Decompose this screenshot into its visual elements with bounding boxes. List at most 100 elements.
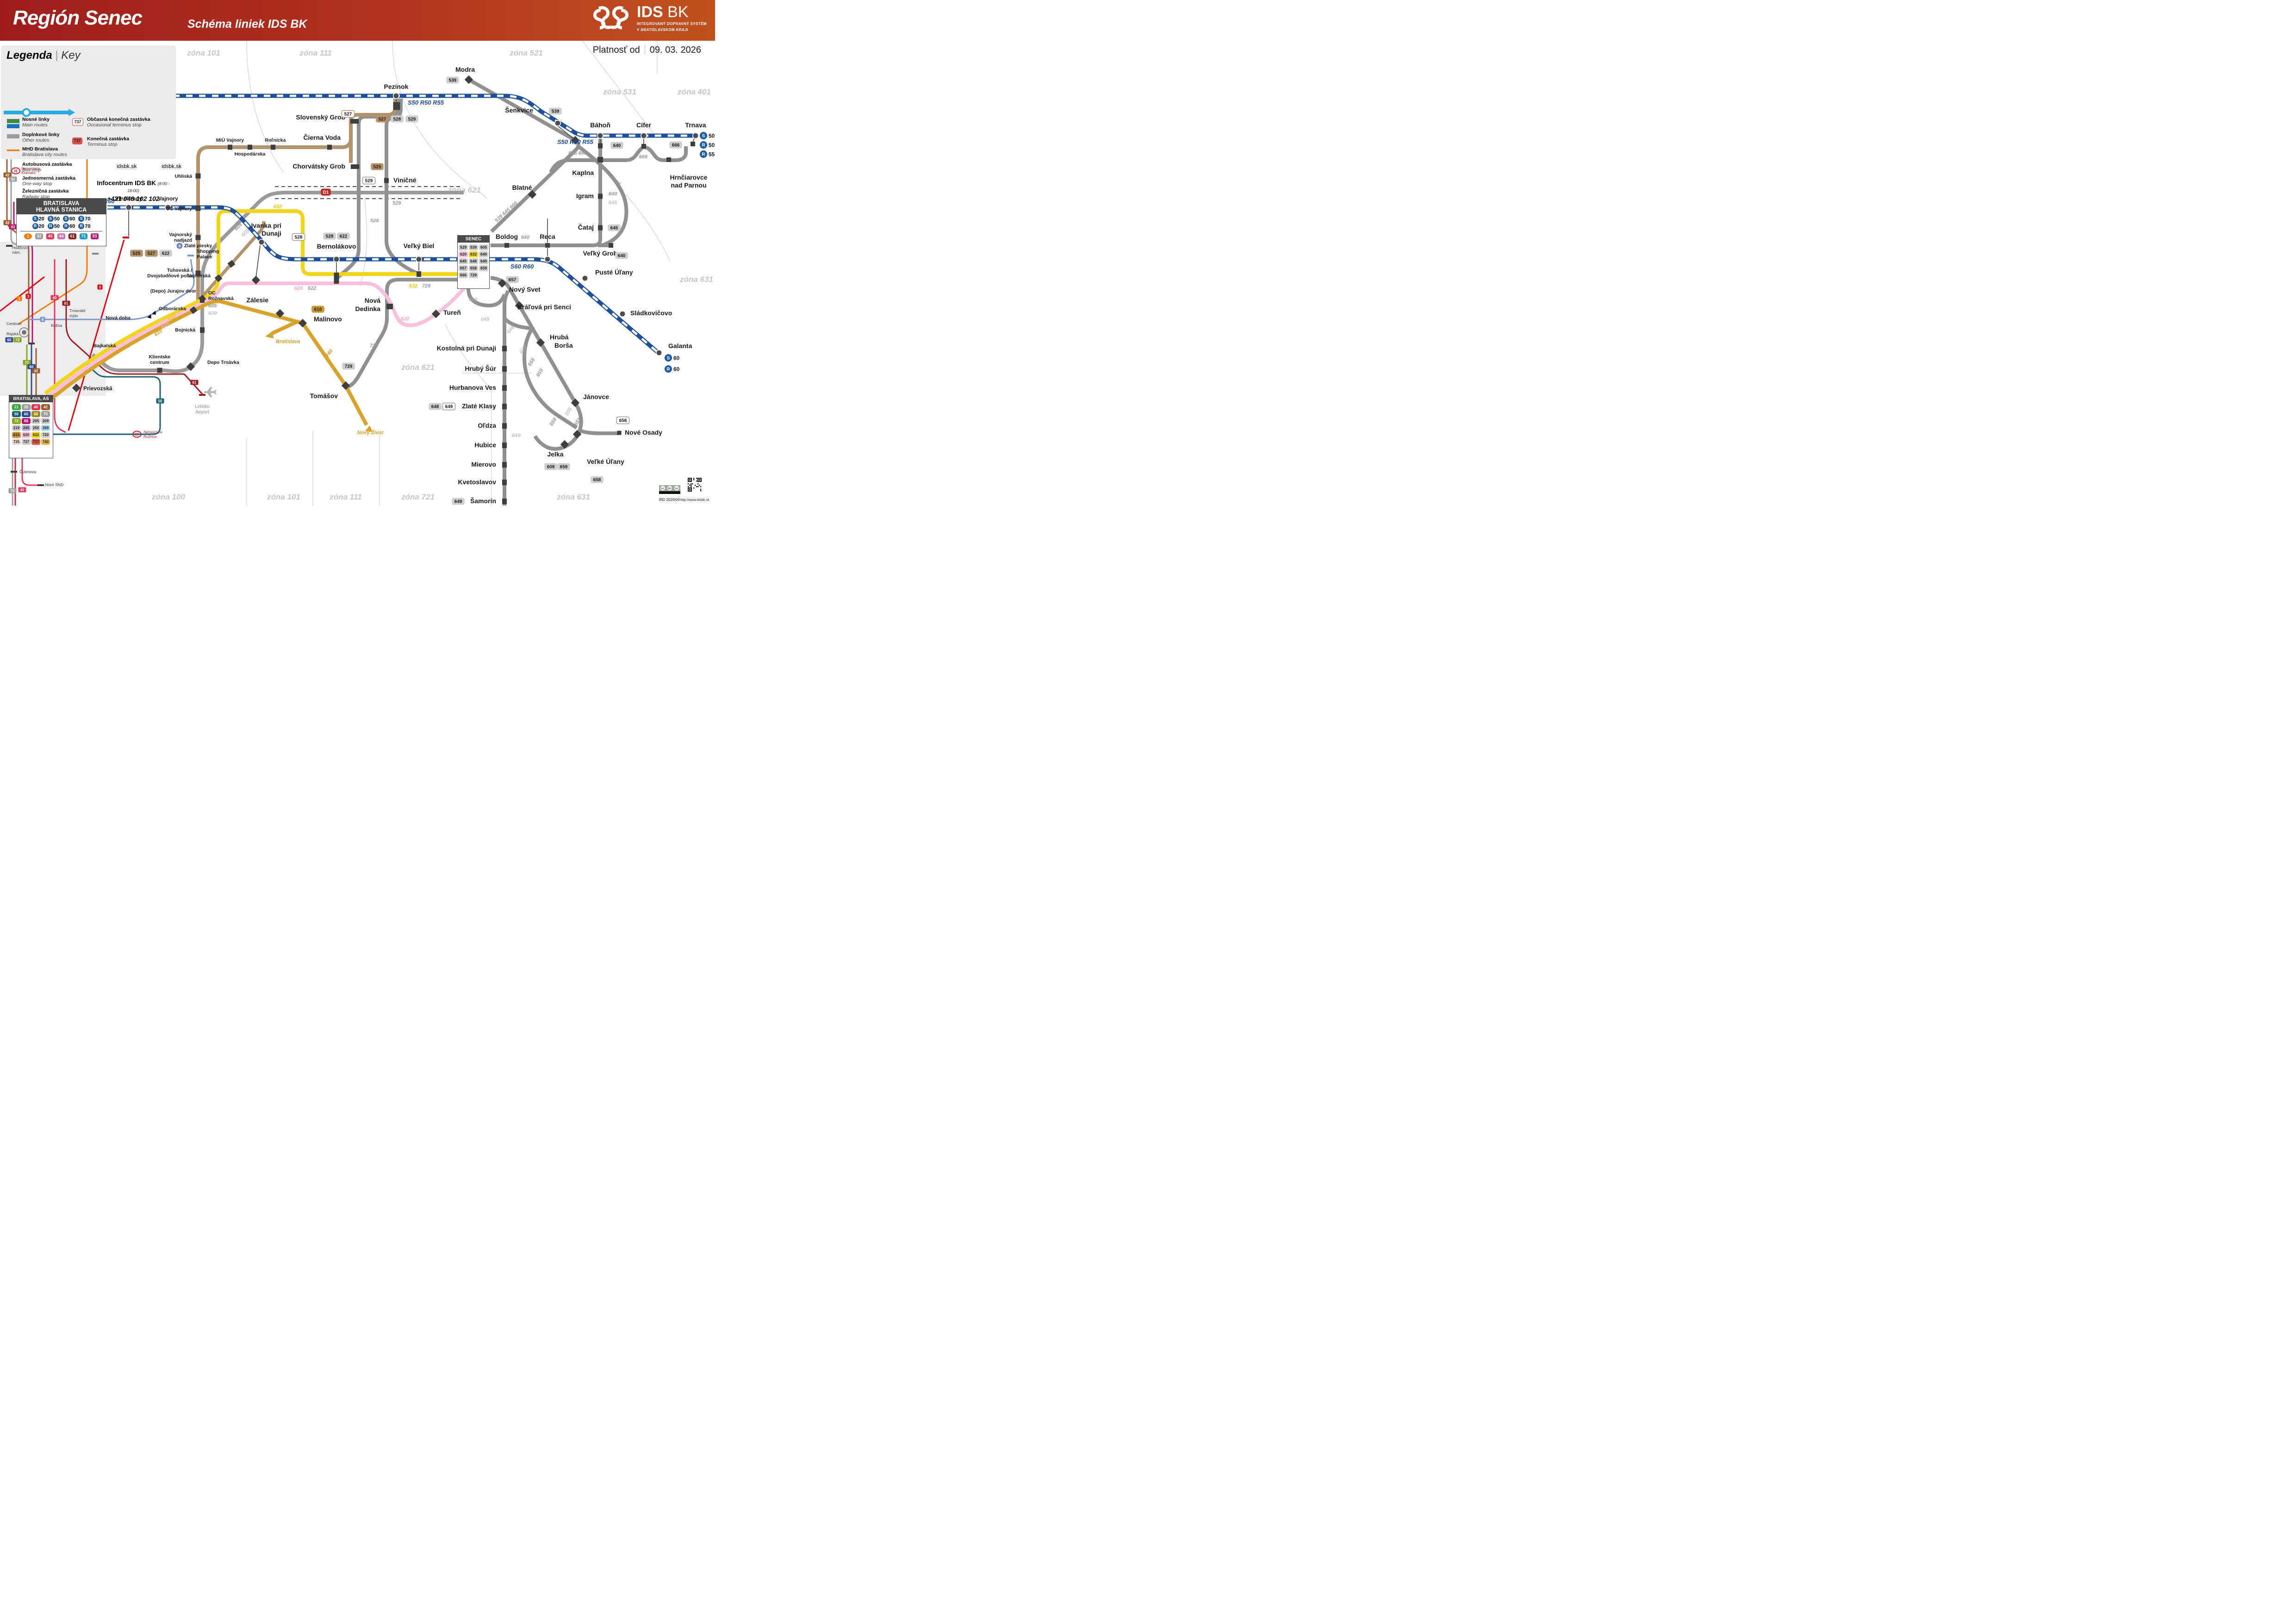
line-mhd-3a (68, 239, 125, 431)
stop-square-o-dza (502, 423, 507, 429)
svg-text:40: 40 (53, 296, 57, 300)
tick-tick-nove-snd (37, 484, 44, 486)
station-dot-reca-zast-vka (544, 256, 551, 262)
station-dot-enkvice (554, 119, 561, 126)
route-badge-610-687 (311, 306, 324, 313)
sr-circle-S60 (665, 354, 672, 362)
line-bundle-amber (50, 299, 368, 426)
zone-label-z-na-521: zóna 521 (509, 49, 543, 57)
web-link[interactable]: idsbk.sk (117, 163, 137, 169)
social-link[interactable]: idsbk.sk (162, 163, 182, 169)
label-centrum-14: Centrum (6, 321, 22, 326)
stop-diamond-j-novce (571, 398, 580, 407)
label-bernol-kovo-727: Bernolákovo (317, 243, 356, 250)
label-jelka-1200: Jelka (547, 450, 563, 458)
label-prievozsk-180: Prievozská (83, 385, 112, 392)
sr-circle-R50 (700, 141, 707, 149)
route-badge-609-1190 (544, 463, 557, 470)
stop-square-klientske-centrum (157, 368, 162, 373)
senec-badge-539: 539 (469, 244, 478, 250)
svg-text:525: 525 (373, 165, 381, 170)
label-vini-n-850: Viničné (393, 176, 417, 184)
route-badge-666-1460 (669, 141, 682, 149)
logo-tagline-2: V BRATISLAVSKOM KRAJI (637, 28, 688, 32)
stop-square-vini-n (384, 178, 389, 183)
stop-square-b-ho-bus (598, 143, 603, 149)
svg-text:R: R (702, 152, 705, 157)
credit-bid: BID 2026/04 (659, 498, 680, 502)
sr-circle-S50 (700, 132, 707, 139)
svg-text:61: 61 (64, 301, 68, 306)
route-badge-539-1200 (549, 107, 562, 115)
svg-text:3: 3 (99, 285, 101, 289)
route-badge-649-970 (442, 402, 456, 411)
logo-tagline-1: INTEGROVANÝ DOPRAVNÝ SYSTÉM (637, 22, 707, 26)
svg-text:640: 640 (618, 254, 626, 259)
zone-label-z-na-721: zóna 721 (401, 493, 435, 501)
as-badge-740: 740 (41, 439, 50, 445)
sr-num-R50: 50 (709, 142, 715, 149)
label-m-to-150: mýto (69, 313, 78, 318)
svg-text:527: 527 (344, 112, 352, 117)
label-nov-osady-1350: Nové Osady (625, 429, 662, 436)
hs-title-2: HLAVNÁ STANICA (36, 206, 87, 213)
station-dot-sl-dkovi-ovo (619, 310, 626, 317)
station-dot-vajnory (164, 204, 171, 211)
route-badge-658-1290 (591, 476, 604, 483)
label-605-517: 605 (233, 222, 243, 232)
stop-diamond-depo-trn-vka (186, 362, 195, 371)
route-badge-528-712 (323, 232, 336, 240)
stop-diamond-ve-k-any (572, 430, 582, 439)
centrum-ring (19, 327, 29, 337)
station-dot-pezinok (392, 93, 399, 100)
zone-boundary-4 (625, 194, 671, 262)
label-sl-dkovi-ovo-1362: Sládkovičovo (630, 309, 672, 317)
sr-num-R55: 55 (709, 151, 715, 158)
as-badge-88: 88 (22, 418, 31, 424)
stop-square-ataj (598, 225, 603, 231)
label-bajkalsk-226: Bajkalská (93, 343, 116, 349)
senec-badge-640: 640 (479, 251, 488, 257)
zone-label-z-na-100: zóna 100 (151, 493, 185, 501)
svg-text:R: R (666, 367, 670, 372)
line-route-648-649-vertical (503, 290, 510, 506)
svg-text:658: 658 (593, 478, 601, 483)
zone-label-z-na-401: zóna 401 (677, 87, 711, 96)
label-centrum-345: centrum (150, 360, 169, 365)
senec-badge-645: 645 (459, 258, 468, 264)
zone-label-z-na-111: zóna 111 (299, 49, 331, 57)
stop-diamond-enkvice-bus (571, 136, 580, 145)
label-ture-958: Tureň (443, 309, 461, 316)
label-ulenova-42: Čulenova (19, 469, 36, 474)
svg-text:42: 42 (6, 221, 10, 225)
label-ivanka-pri-608: Ivanka pri (251, 222, 281, 229)
label-658-1198: 658 (549, 417, 558, 427)
station-dot-ve-k-biel (415, 256, 422, 262)
svg-text:60: 60 (7, 338, 12, 342)
info-phone[interactable]: +421 948 102 102 (107, 195, 160, 202)
label-o-dza-1072: Oľdza (478, 422, 496, 429)
line-route-tan-shopping (193, 221, 266, 307)
svg-text:50: 50 (158, 399, 162, 403)
as-badge-632: 632 (31, 432, 40, 438)
label-z-lesie-580: Zálesie (247, 296, 269, 304)
label-bratislava-596: Bratislava (276, 339, 300, 344)
label-airport-437: Airport (195, 410, 209, 415)
svg-text:BY: BY (668, 487, 671, 490)
label-amor-n-1072: Šamorín (470, 497, 496, 505)
label-ataj-1283: Čataj (578, 223, 594, 231)
hs-city-badge-40: 40 (46, 233, 54, 239)
mhd-badge-32-28 (9, 176, 17, 182)
mhd-badge-60-20 (5, 337, 13, 343)
label-shopping-425: Shopping (197, 249, 219, 254)
stop-square-kvetoslavov (502, 480, 507, 485)
label-nad-parnou-1488: nad Parnou (671, 181, 706, 189)
svg-text:SA: SA (675, 487, 678, 490)
